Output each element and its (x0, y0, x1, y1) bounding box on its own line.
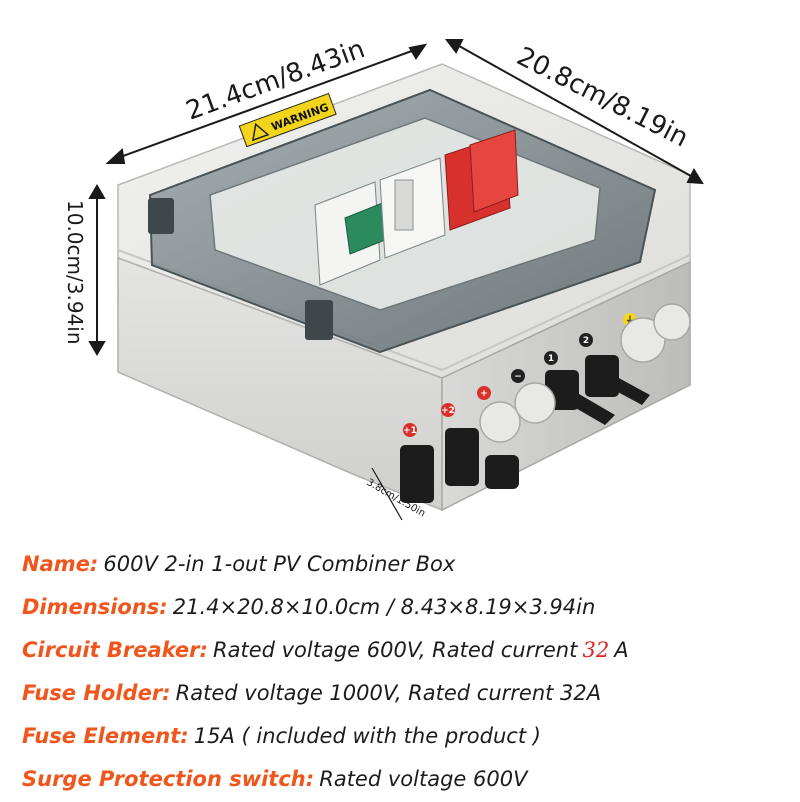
left-latch (148, 198, 174, 234)
circuit-breaker (314, 181, 391, 286)
spec-dimensions: Dimensions: 21.4×20.8×10.0cm / 8.43×8.19… (22, 586, 792, 629)
transparent-cover: WARNING (148, 88, 657, 354)
spec-breaker: Circuit Breaker: Rated voltage 600V, Rat… (22, 629, 792, 672)
spec-breaker-value: Rated voltage 600V, Rated current (213, 638, 578, 662)
pv-connectors (400, 355, 650, 503)
dimension-height-text: 10.0cm/3.94in (63, 200, 87, 345)
spec-dimensions-key: Dimensions: (22, 595, 168, 619)
spec-breaker-key: Circuit Breaker: (22, 638, 208, 662)
spec-fuse-element-key: Fuse Element: (22, 724, 189, 748)
spec-list: Name: 600V 2-in 1-out PV Combiner Box Di… (22, 543, 792, 801)
spec-dimensions-value: 21.4×20.8×10.0cm / 8.43×8.19×3.94in (172, 595, 596, 619)
svg-text:+: + (480, 389, 488, 399)
spec-fuse-holder-value: Rated voltage 1000V, Rated current 32A (175, 681, 602, 705)
terminal-labels: +1 +2 + − 1 2 ⏚ (403, 313, 637, 437)
spec-surge-value: Rated voltage 600V (319, 767, 528, 791)
svg-text:−: − (514, 372, 522, 382)
product-image: WARNING +1 +2 + − 1 2 ⏚ (63, 34, 704, 521)
svg-text:1: 1 (548, 354, 554, 364)
spec-name-value: 600V 2-in 1-out PV Combiner Box (103, 552, 456, 576)
surge-protector (444, 129, 519, 231)
spec-fuse-element: Fuse Element: 15A ( included with the pr… (22, 715, 792, 758)
svg-text:+2: +2 (441, 406, 455, 416)
spec-surge: Surge Protection switch: Rated voltage 6… (22, 758, 792, 801)
dimension-height: 10.0cm/3.94in (63, 184, 106, 356)
spec-fuse-element-value: 15A ( included with the product ) (193, 724, 541, 748)
svg-text:+1: +1 (403, 426, 417, 436)
cable-glands (479, 303, 691, 443)
svg-text:⏚: ⏚ (625, 315, 634, 326)
spec-breaker-unit: A (614, 638, 629, 662)
spec-breaker-current: 32 (582, 638, 610, 662)
svg-text:2: 2 (583, 336, 589, 346)
spec-name: Name: 600V 2-in 1-out PV Combiner Box (22, 543, 792, 586)
fuse-holder (379, 157, 446, 259)
spec-surge-key: Surge Protection switch: (22, 767, 315, 791)
spec-name-key: Name: (22, 552, 99, 576)
spec-fuse-holder: Fuse Holder: Rated voltage 1000V, Rated … (22, 672, 792, 715)
left-latch-lower (305, 300, 333, 340)
spec-fuse-holder-key: Fuse Holder: (22, 681, 171, 705)
